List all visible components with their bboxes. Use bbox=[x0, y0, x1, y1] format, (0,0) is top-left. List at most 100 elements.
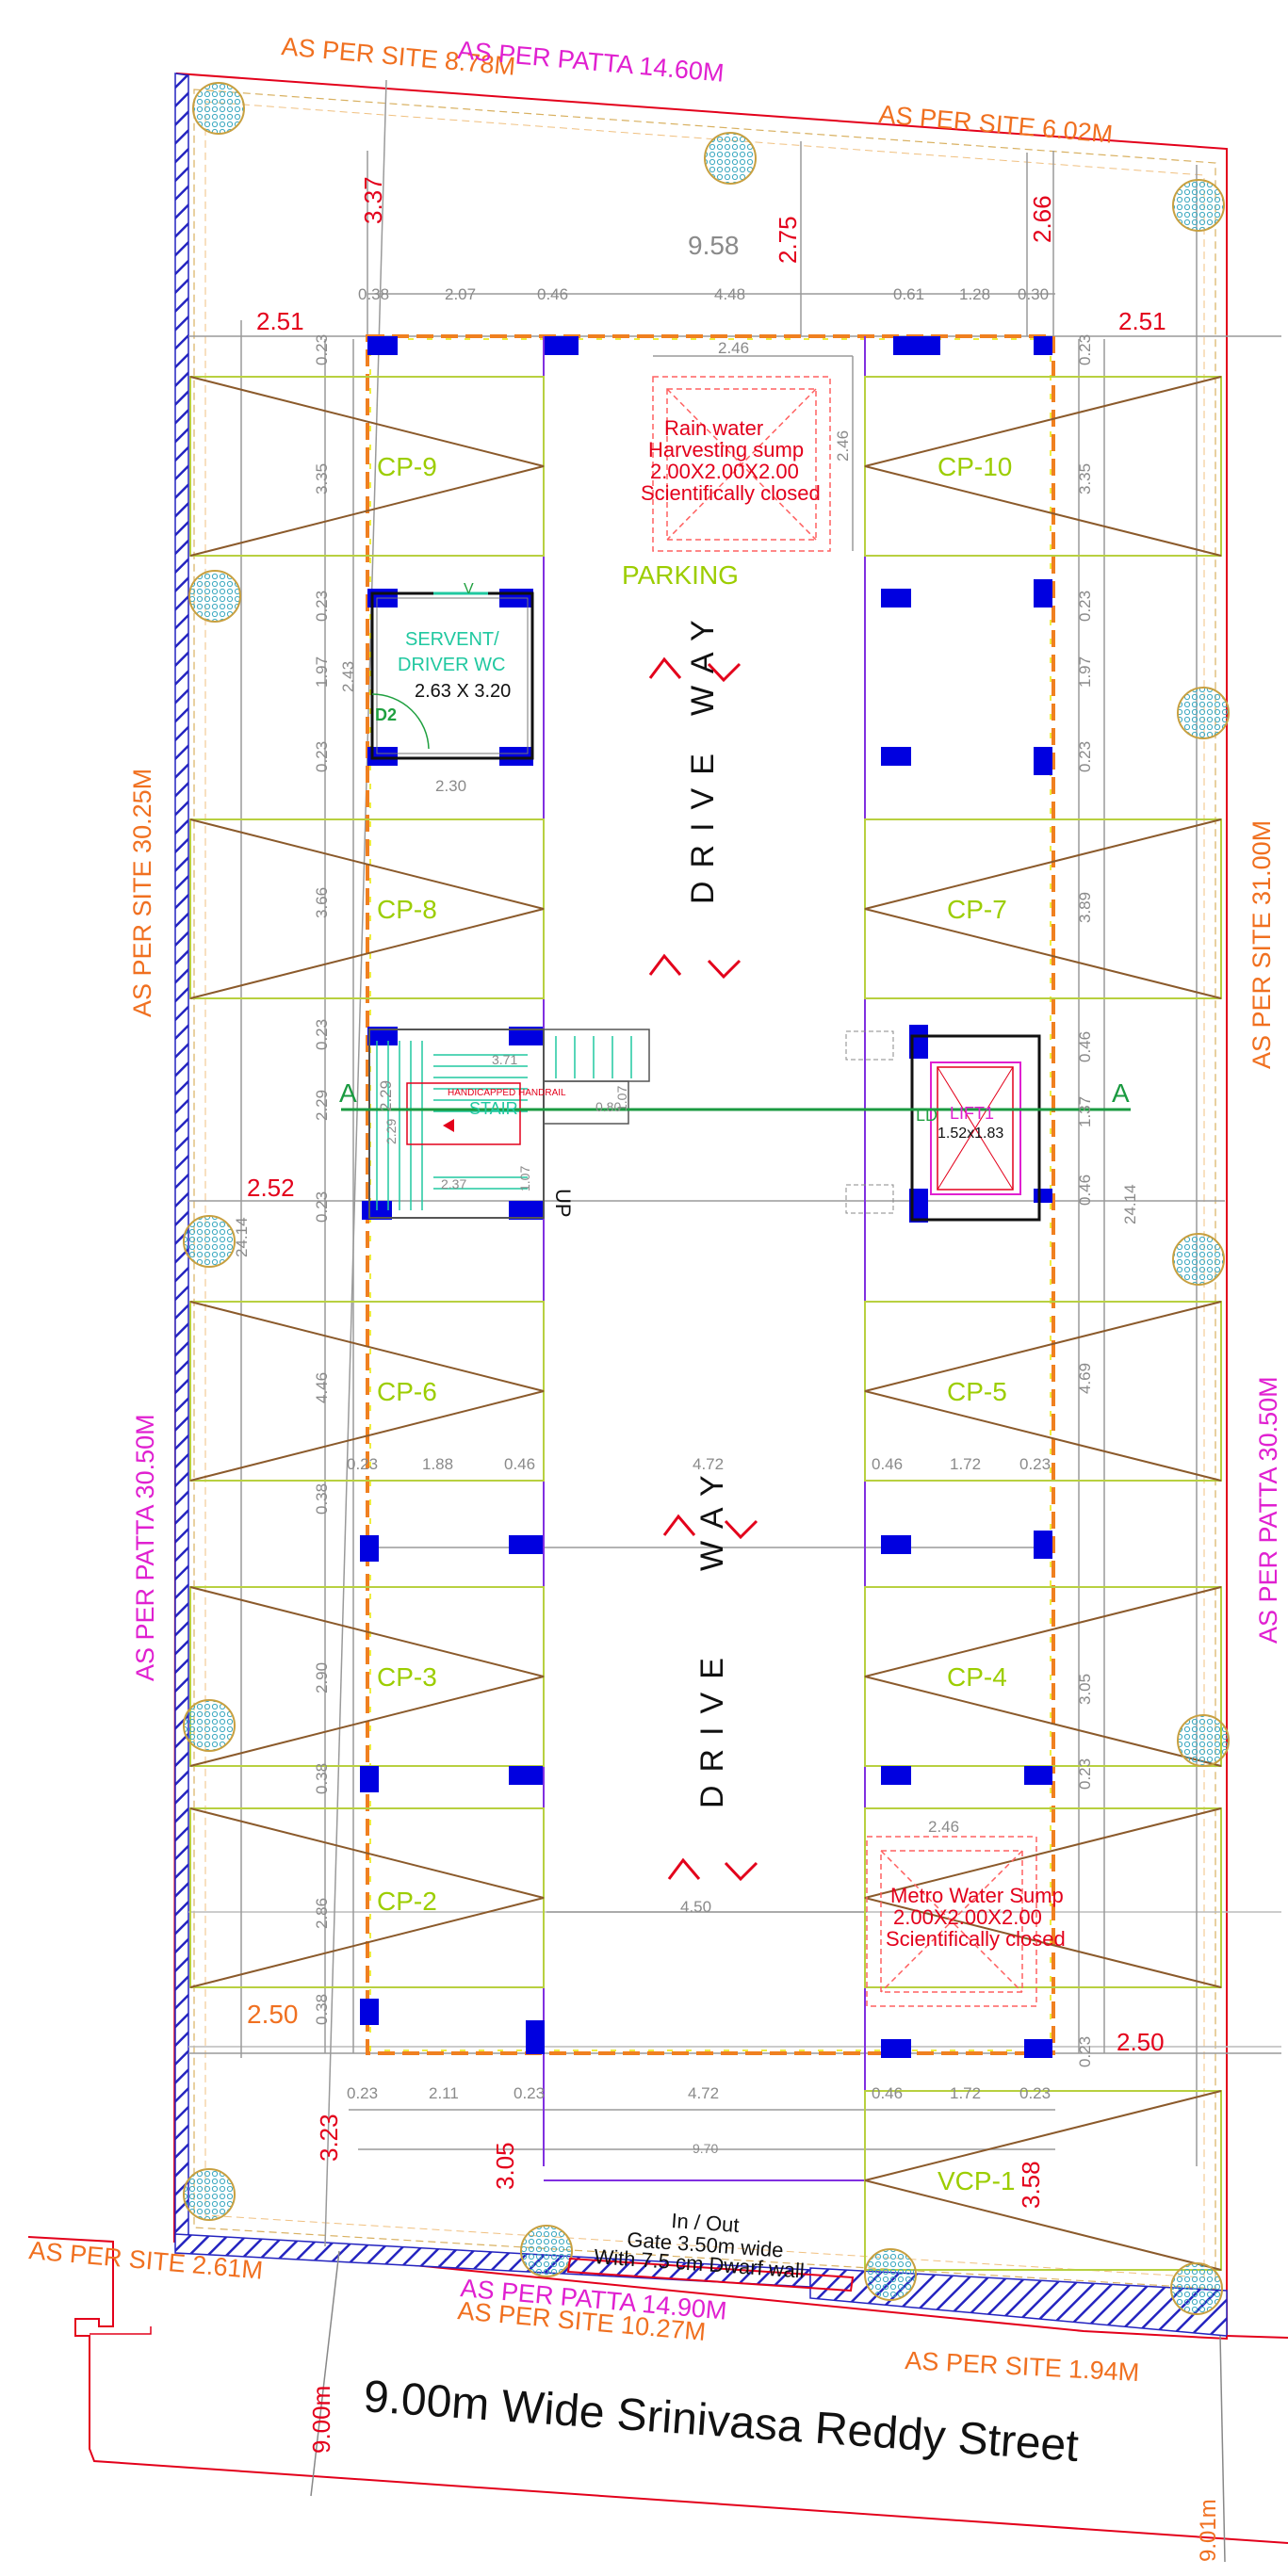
dim-right-col: 3.35 bbox=[1076, 463, 1094, 494]
dim-top-right-setback: 2.66 bbox=[1028, 195, 1056, 243]
dim-bottom-row: 1.72 bbox=[950, 2084, 981, 2102]
patta-label-left: AS PER PATTA 30.50M bbox=[131, 1414, 159, 1681]
gate-label: In / Out bbox=[671, 2209, 741, 2237]
dim-bottom-row: 2.11 bbox=[429, 2084, 459, 2102]
dim-right-col: 3.05 bbox=[1076, 1674, 1094, 1705]
metro-sump-text: Scientifically closed bbox=[886, 1927, 1066, 1951]
rain-sump-text: Rain water bbox=[664, 416, 763, 440]
rain-sump-text: 2.00X2.00X2.00 bbox=[650, 460, 799, 483]
car-park-label: CP-2 bbox=[377, 1887, 437, 1916]
car-park-label: CP-6 bbox=[377, 1377, 437, 1406]
dim-left-col: 0.23 bbox=[313, 1191, 331, 1223]
site-label-right: AS PER SITE 31.00M bbox=[1247, 820, 1276, 1069]
rain-sump-text: Harvesting sump bbox=[648, 438, 804, 462]
dim-stair: 1.07 bbox=[614, 1086, 629, 1111]
dim-stair: 3.71 bbox=[492, 1052, 517, 1067]
bay-vcp1 bbox=[864, 2090, 1222, 2271]
lift-door: LD bbox=[916, 1106, 937, 1125]
dim-sump-bottom-width: 2.46 bbox=[928, 1818, 959, 1836]
street-name: 9.00m Wide Srinivasa Reddy Street bbox=[362, 2372, 1080, 2471]
dim-mid-row: 1.88 bbox=[422, 1455, 453, 1473]
lift-core bbox=[845, 1030, 1041, 1222]
tree-icon bbox=[188, 570, 241, 623]
stair-handrail-label: HANDICAPPED HANDRAIL bbox=[448, 1088, 566, 1098]
dim-right-col: 1.37 bbox=[1076, 1096, 1094, 1127]
dim-left-col: 2.90 bbox=[313, 1662, 331, 1693]
car-park-label: VCP-1 bbox=[937, 2166, 1015, 2195]
dim-stair: 0.80 bbox=[595, 1099, 621, 1114]
dim-mid-row: 0.46 bbox=[872, 1455, 903, 1473]
dim-right-bottom-side: 2.50 bbox=[1117, 2028, 1165, 2056]
dim-bottom-row: 0.23 bbox=[514, 2084, 545, 2102]
bay-cp4 bbox=[864, 1586, 1222, 1767]
tree-icon bbox=[1177, 687, 1230, 739]
dim-overall-bottom: 9.70 bbox=[693, 2141, 718, 2156]
dim-left-mid-side: 2.52 bbox=[247, 1174, 295, 1202]
car-park-label: CP-9 bbox=[377, 452, 437, 481]
tree-icon bbox=[192, 82, 245, 135]
car-park-bays bbox=[189, 376, 1222, 2271]
arrow-down-icon bbox=[724, 1861, 758, 1882]
tree-icon bbox=[704, 132, 757, 185]
dim-left-col: 3.35 bbox=[313, 463, 331, 494]
tree-icon bbox=[1170, 2262, 1223, 2315]
wc-door: D2 bbox=[375, 705, 397, 724]
tree-icon bbox=[864, 2248, 917, 2301]
dim-mid-row: 1.72 bbox=[950, 1455, 981, 1473]
parking-label: PARKING bbox=[622, 560, 739, 590]
dim-road-width-right: 9.01m bbox=[1196, 2499, 1221, 2562]
dim-top-row: 4.48 bbox=[714, 285, 745, 303]
dim-left-col: 3.66 bbox=[313, 887, 331, 918]
arrow-down-icon bbox=[707, 662, 742, 683]
wc-size: 2.63 X 3.20 bbox=[415, 681, 511, 702]
arrow-up-icon bbox=[648, 953, 682, 976]
dim-bottom-row: 4.72 bbox=[688, 2084, 719, 2102]
tree-icon bbox=[1172, 179, 1225, 232]
metro-sump-text: 2.00X2.00X2.00 bbox=[893, 1905, 1042, 1929]
dim-bottom-right-setback: 3.58 bbox=[1017, 2161, 1045, 2209]
dim-mid-row: 4.72 bbox=[693, 1455, 724, 1473]
dim-left-overall: 24.14 bbox=[233, 1217, 251, 1257]
dim-top-mid-setback: 2.75 bbox=[774, 216, 802, 264]
site-label-bottom-right: AS PER SITE 1.94M bbox=[905, 2346, 1140, 2387]
car-park-label: CP-4 bbox=[947, 1662, 1007, 1692]
dim-left-col: 0.23 bbox=[313, 741, 331, 772]
dim-left-col: 0.23 bbox=[313, 591, 331, 622]
tree-icon bbox=[1177, 1714, 1230, 1767]
dim-top-row: 0.38 bbox=[358, 285, 389, 303]
dimension-lines bbox=[188, 79, 1281, 2247]
dim-bottom-row: 0.46 bbox=[872, 2084, 903, 2102]
bay-cp6 bbox=[189, 1301, 545, 1482]
dim-mid-row: 0.23 bbox=[347, 1455, 378, 1473]
dim-stair: 2.29 bbox=[383, 1119, 399, 1144]
dim-top-row: 0.46 bbox=[537, 285, 568, 303]
arrow-up-icon bbox=[648, 656, 682, 679]
dim-right-col: 0.23 bbox=[1076, 591, 1094, 622]
bay-cp10 bbox=[864, 376, 1222, 557]
dim-top-row: 0.30 bbox=[1018, 285, 1049, 303]
dim-road-width-left: 9.00m bbox=[307, 2386, 335, 2454]
dim-right-overall: 24.14 bbox=[1121, 1184, 1139, 1224]
dim-left-col: 1.97 bbox=[313, 656, 331, 688]
car-park-label: CP-10 bbox=[937, 452, 1012, 481]
dim-right-col: 3.89 bbox=[1076, 892, 1094, 923]
metro-water-sump bbox=[866, 1836, 1037, 2007]
dim-right-col: 0.23 bbox=[1076, 2036, 1094, 2067]
dim-bottom-row: 0.23 bbox=[347, 2084, 378, 2102]
section-marker-right: A bbox=[1112, 1078, 1130, 1108]
dim-stair: 2.37 bbox=[441, 1176, 466, 1191]
drive-way-label: DRIVE bbox=[685, 740, 721, 904]
arrow-up-icon bbox=[667, 1857, 701, 1880]
arrow-down-icon bbox=[707, 959, 742, 980]
dim-top-row: 0.61 bbox=[893, 285, 924, 303]
bay-cp8 bbox=[189, 818, 545, 999]
bay-cp5 bbox=[864, 1301, 1222, 1482]
rain-sump-text: Scientifically closed bbox=[641, 481, 821, 505]
patta-label-right: AS PER PATTA 30.50M bbox=[1254, 1376, 1282, 1644]
tree-icon bbox=[183, 1215, 236, 1268]
dim-overall-top: 9.58 bbox=[688, 231, 740, 260]
site-label-left: AS PER SITE 30.25M bbox=[128, 769, 156, 1017]
dim-mid-row: 0.46 bbox=[504, 1455, 535, 1473]
tree-icon bbox=[183, 2168, 236, 2221]
